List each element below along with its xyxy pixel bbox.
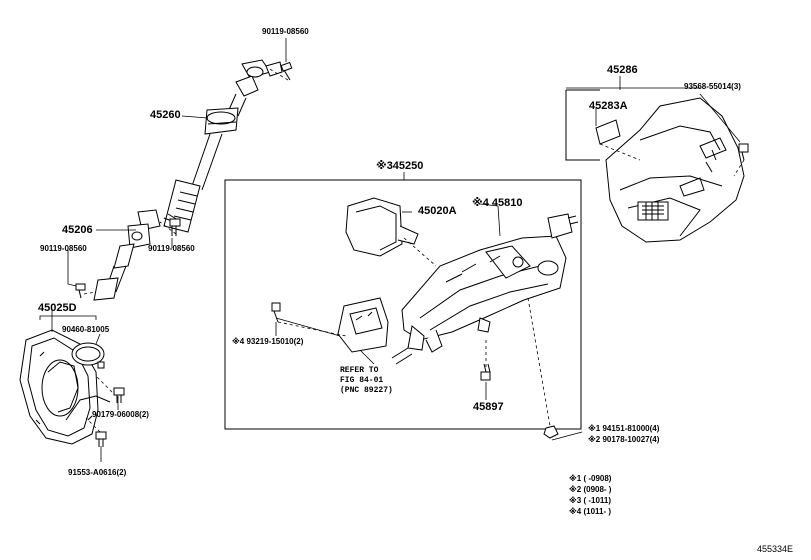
label-90119-left: 90119-08560 bbox=[40, 244, 87, 253]
label-90460: 90460-81005 bbox=[62, 325, 110, 334]
note-4: ※4 (1011- ) bbox=[569, 507, 612, 516]
label-45020A: 45020A bbox=[418, 205, 457, 217]
tilt-motor bbox=[345, 197, 419, 257]
label-45260: 45260 bbox=[150, 109, 181, 121]
bracket bbox=[337, 297, 389, 353]
clamp-ring bbox=[71, 342, 105, 369]
figure-id: 455334E bbox=[757, 544, 794, 554]
note-2: ※2 (0908- ) bbox=[569, 485, 612, 494]
column-cover bbox=[605, 97, 745, 243]
label-45897: 45897 bbox=[473, 401, 504, 413]
label-93219: ※4 93219-15010(2) bbox=[232, 337, 304, 346]
bolt-top bbox=[280, 61, 293, 81]
refer-line-1: REFER TO bbox=[340, 366, 379, 375]
label-93568: 93568-55014(3) bbox=[684, 82, 741, 91]
steering-column-body bbox=[391, 213, 579, 365]
yoke-assembly bbox=[93, 209, 179, 301]
notes-legend: ※1 ( -0908) ※2 (0908- ) ※3 ( -1011) ※4 (… bbox=[569, 473, 611, 517]
label-90119-top: 90119-08560 bbox=[262, 27, 309, 36]
column-assembly-frame bbox=[224, 179, 582, 430]
bolt-45897 bbox=[480, 363, 491, 381]
label-45283A: 45283A bbox=[589, 100, 628, 112]
screw-93568 bbox=[738, 143, 749, 161]
label-45206: 45206 bbox=[62, 224, 93, 236]
refer-line-3: (PNC 89227) bbox=[340, 386, 393, 395]
label-90119-right: 90119-08560 bbox=[148, 244, 195, 253]
nut-94151 bbox=[543, 425, 559, 439]
bolt-93219 bbox=[271, 302, 281, 323]
refer-line-2: FIG 84-01 bbox=[340, 376, 384, 385]
label-45025D: 45025D bbox=[38, 302, 77, 314]
note-1: ※1 ( -0908) bbox=[569, 474, 612, 483]
label-91553: 91553-A0616(2) bbox=[68, 468, 127, 477]
label-45250: ※345250 bbox=[376, 160, 424, 172]
label-90179: 90179-06008(2) bbox=[92, 410, 149, 419]
intermediate-shaft bbox=[163, 59, 283, 233]
label-90178: ※2 90178-10027(4) bbox=[588, 435, 660, 444]
refer-note: REFER TO FIG 84-01 (PNC 89227) bbox=[340, 366, 393, 396]
label-45810: ※4 45810 bbox=[472, 197, 523, 209]
label-94151: ※1 94151-81000(4) bbox=[588, 424, 660, 433]
note-3: ※3 ( -1011) bbox=[569, 496, 612, 505]
label-45286: 45286 bbox=[607, 64, 638, 76]
